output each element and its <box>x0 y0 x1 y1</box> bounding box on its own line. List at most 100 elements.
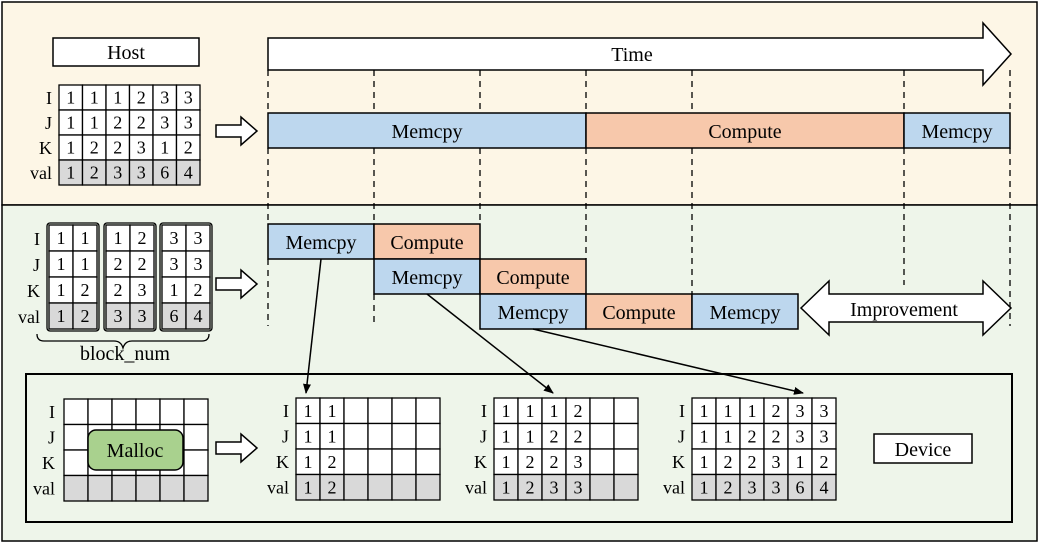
block-value: 1 <box>57 280 66 300</box>
host-matrix-value: 1 <box>66 113 75 133</box>
host-memcpy-1 <box>267 112 587 149</box>
host-matrix-value: 2 <box>90 138 99 158</box>
device-stage-cell <box>613 448 639 476</box>
device-stage-row-label: val <box>267 478 289 498</box>
device-stage-value: 2 <box>526 452 535 472</box>
device-stage-cell <box>811 448 837 476</box>
device-stage-value: 2 <box>724 452 733 472</box>
device-stage-cell <box>787 473 813 501</box>
malloc-grid-cell <box>135 474 161 502</box>
transfer-arrow-1 <box>303 258 322 394</box>
device-stage-cell <box>343 397 369 425</box>
device-stage-cell <box>691 422 717 450</box>
host-matrix-value: 1 <box>66 163 75 183</box>
block-cell <box>129 250 155 278</box>
block-value: 3 <box>138 306 147 326</box>
malloc-grid-cell <box>63 449 89 477</box>
block-value: 3 <box>114 306 123 326</box>
device-stage-value: 1 <box>304 426 313 446</box>
device-stage-cell <box>415 448 441 476</box>
host-matrix-value: 2 <box>184 138 193 158</box>
block-row-label: val <box>18 307 40 327</box>
device-stage-cell <box>691 448 717 476</box>
device-stage-cell <box>493 448 519 476</box>
device-stage-value: 2 <box>550 452 559 472</box>
device-stage-value: 1 <box>502 401 511 421</box>
device-label: Device <box>895 439 952 461</box>
host-row-label: I <box>46 88 52 108</box>
malloc-grid-cell <box>159 398 185 426</box>
device-stage-cell <box>541 422 567 450</box>
host-matrix-value: 3 <box>184 88 193 108</box>
pipe-compute-2-label: Compute <box>496 267 569 289</box>
host-row-label: K <box>39 138 52 158</box>
device-stage-cell <box>811 422 837 450</box>
malloc-grid-cell <box>87 398 113 426</box>
block-outline <box>46 222 100 332</box>
block-value: 1 <box>114 228 123 248</box>
device-stage-row-label: J <box>282 427 289 447</box>
pipe-memcpy-4 <box>691 293 799 330</box>
device-stage-cell <box>811 397 837 425</box>
malloc-grid-cell <box>63 474 89 502</box>
device-stage-cell <box>367 397 393 425</box>
host-matrix-value: 1 <box>90 88 99 108</box>
host-matrix-value: 2 <box>90 163 99 183</box>
device-stage-value: 2 <box>574 401 583 421</box>
block-value: 3 <box>138 280 147 300</box>
host-matrix-value: 3 <box>113 163 122 183</box>
device-stage-cell <box>589 473 615 501</box>
device-stage-value: 1 <box>502 477 511 497</box>
block-cell <box>72 302 98 330</box>
device-stage-cell <box>367 473 393 501</box>
host-memcpy-2-label: Memcpy <box>921 121 992 143</box>
device-stage-value: 1 <box>526 401 535 421</box>
block-cell <box>161 250 187 278</box>
block-value: 3 <box>194 228 203 248</box>
pipe-memcpy-1-label: Memcpy <box>285 232 356 254</box>
block-cell <box>185 250 211 278</box>
host-memcpy-2 <box>903 112 1011 149</box>
device-stage-value: 1 <box>304 452 313 472</box>
device-stage-value: 2 <box>772 401 781 421</box>
block-cell <box>129 302 155 330</box>
host-matrix-value: 3 <box>137 138 146 158</box>
block-value: 2 <box>138 228 147 248</box>
block-value: 1 <box>81 254 90 274</box>
malloc-row-label: K <box>42 453 55 473</box>
device-stage-cell <box>391 448 417 476</box>
device-stage-value: 2 <box>526 477 535 497</box>
malloc-grid-cell <box>183 449 209 477</box>
device-stage-value: 1 <box>502 452 511 472</box>
host-row-label: J <box>45 113 52 133</box>
block-brace <box>36 333 210 351</box>
device-stage-cell <box>589 448 615 476</box>
host-matrix-value: 3 <box>184 113 193 133</box>
device-stage-row-label: val <box>663 478 685 498</box>
device-stage-row-label: K <box>672 452 685 472</box>
malloc-grid-cell <box>111 398 137 426</box>
device-stage-value: 2 <box>748 426 757 446</box>
block-value: 2 <box>138 254 147 274</box>
device-stage-cell <box>415 422 441 450</box>
device-stage-cell <box>613 397 639 425</box>
device-stage-cell <box>589 422 615 450</box>
block-value: 1 <box>57 228 66 248</box>
malloc-grid-cell <box>63 398 89 426</box>
device-stage-cell <box>763 422 789 450</box>
device-stage-cell <box>319 448 345 476</box>
device-stage-value: 1 <box>304 477 313 497</box>
device-stage-cell <box>613 422 639 450</box>
block-row-label: K <box>27 281 40 301</box>
block-value: 3 <box>194 254 203 274</box>
malloc-grid-cell <box>183 398 209 426</box>
block-value: 1 <box>81 228 90 248</box>
device-stage-cell <box>517 422 543 450</box>
device-stage-cell <box>343 473 369 501</box>
transfer-arrow-2 <box>426 293 554 394</box>
host-label-box <box>52 37 200 67</box>
device-stage-value: 1 <box>724 401 733 421</box>
